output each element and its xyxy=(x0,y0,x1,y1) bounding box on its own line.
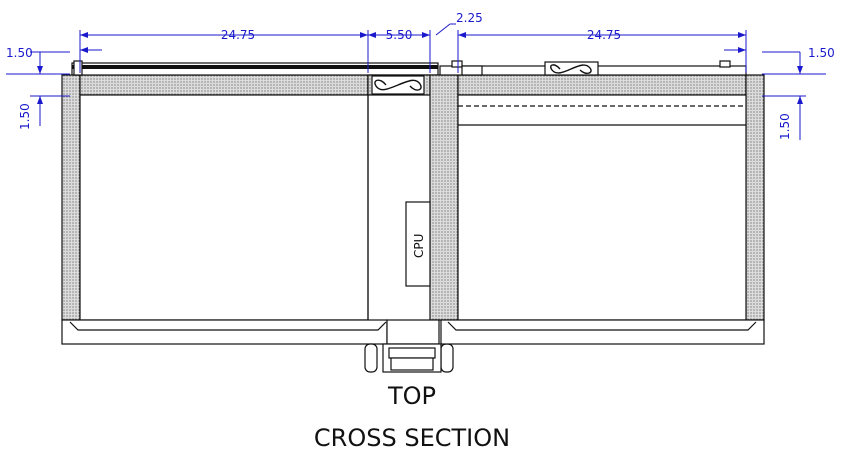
latch-top xyxy=(388,347,436,359)
left-cabinet-outer-wall xyxy=(61,74,81,321)
left-top-bracket xyxy=(73,60,83,76)
dim-right-side-height: 1.50 xyxy=(778,113,792,140)
dim-left-width: 24.75 xyxy=(221,28,255,42)
center-fan-icon xyxy=(374,79,422,91)
cpu-box xyxy=(405,201,431,287)
arrow-right-side xyxy=(797,96,803,104)
caption-top: TOP xyxy=(387,382,436,410)
left-door-gasket xyxy=(69,321,387,331)
arrow-left-width-end xyxy=(360,32,368,38)
dimension-lines xyxy=(6,23,826,140)
center-door xyxy=(386,319,440,345)
left-hinge xyxy=(364,343,378,373)
center-column xyxy=(364,74,459,373)
dim-right-top-height: 1.50 xyxy=(808,46,835,60)
arrow-right-width-start xyxy=(458,32,466,38)
dim-center-offset: 2.25 xyxy=(456,11,483,25)
arrow-right-top xyxy=(738,47,746,53)
dim-right-width: 24.75 xyxy=(587,28,621,42)
right-cabinet-outer-wall xyxy=(745,74,765,321)
right-cabinet xyxy=(439,60,765,345)
caption-cross-section: CROSS SECTION xyxy=(314,424,510,452)
arrow-left-width-start xyxy=(80,32,88,38)
arrow-center-width-end xyxy=(422,32,430,38)
dimension-arrows xyxy=(37,32,803,104)
arrow-left-top xyxy=(80,47,88,53)
cpu-label: CPU xyxy=(412,234,426,258)
dim-leader-center-offset xyxy=(435,23,451,36)
right-top-bracket-left xyxy=(451,60,463,68)
arrow-left-top-height xyxy=(37,66,43,74)
right-top-bracket-right xyxy=(719,60,731,68)
dim-left-top-height: 1.50 xyxy=(6,46,33,60)
left-cabinet xyxy=(61,60,439,345)
latch-bottom xyxy=(390,357,434,371)
arrow-left-side xyxy=(37,96,43,104)
left-cabinet-interior xyxy=(79,94,369,321)
arrow-right-width-end xyxy=(738,32,746,38)
dim-left-side-height: 1.50 xyxy=(18,103,32,130)
arrow-right-top-height xyxy=(797,66,803,74)
right-door xyxy=(440,319,765,345)
arrow-center-width-start xyxy=(368,32,376,38)
right-top-block xyxy=(461,65,483,76)
right-cabinet-interior xyxy=(457,94,747,321)
right-cabinet-top-wall xyxy=(457,74,747,96)
center-divider-wall xyxy=(429,74,459,321)
right-hinge xyxy=(440,343,454,373)
left-door xyxy=(61,319,388,345)
dim-center-width: 5.50 xyxy=(386,28,413,42)
right-fan-icon xyxy=(550,64,592,75)
left-cabinet-top-wall xyxy=(79,74,369,96)
right-door-gasket xyxy=(447,321,757,331)
